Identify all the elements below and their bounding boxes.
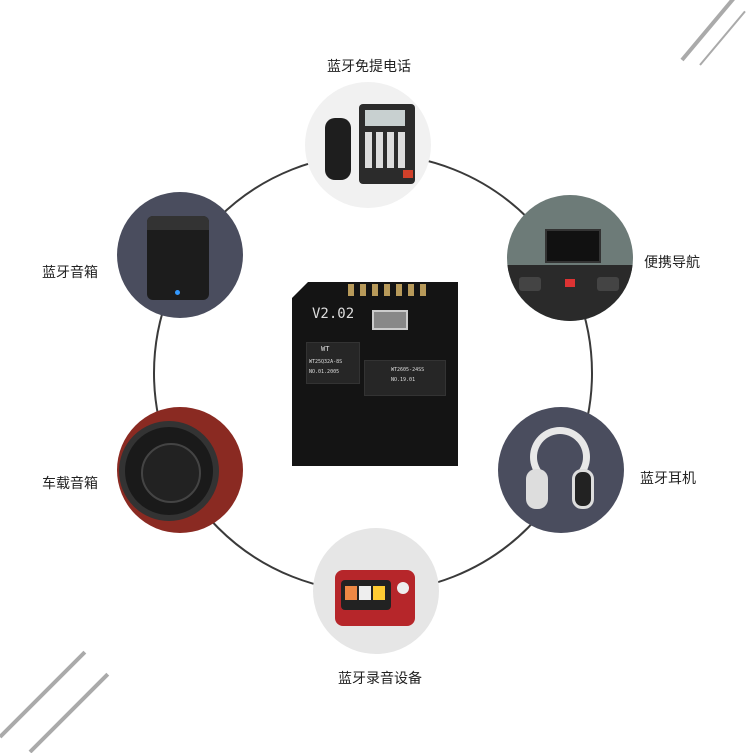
decor-stripe: [699, 10, 746, 66]
decor-stripe: [0, 650, 87, 739]
label-car-navigation: 便携导航: [644, 255, 700, 271]
phone-icon: [319, 104, 417, 184]
label-bluetooth-speaker: 蓝牙音箱: [42, 265, 98, 281]
application-bluetooth-speaker: [117, 192, 243, 318]
label-recorder: 蓝牙录音设备: [338, 671, 422, 687]
flash-chip: WT WT25Q32A-8S NO.01.2005: [306, 342, 360, 384]
car-speaker-icon: [119, 421, 219, 521]
bluetooth-module-board: V2.02 WT WT25Q32A-8S NO.01.2005 WT2605-2…: [292, 282, 458, 466]
application-car-navigation: [507, 195, 633, 321]
application-phone: [305, 82, 431, 208]
main-chip: WT2605-24SS NO.19.01: [364, 360, 446, 396]
headphones-icon: [526, 427, 596, 513]
application-car-speaker: [117, 407, 243, 533]
application-recorder: [313, 528, 439, 654]
label-car-speaker: 车载音箱: [42, 476, 98, 492]
label-phone: 蓝牙免提电话: [327, 59, 411, 75]
bluetooth-speaker-icon: [147, 216, 209, 300]
car-navigation-icon: [507, 195, 633, 321]
label-headphones: 蓝牙耳机: [640, 471, 696, 487]
decor-stripe: [28, 672, 110, 753]
application-headphones: [498, 407, 624, 533]
radio-recorder-icon: [335, 570, 415, 626]
module-version: V2.02: [312, 306, 355, 322]
